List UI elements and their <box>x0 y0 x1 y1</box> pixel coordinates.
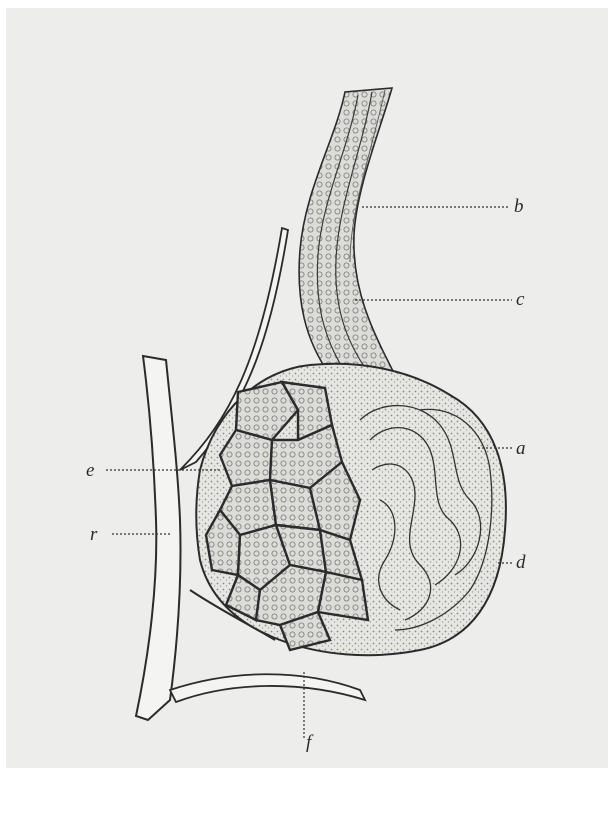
label-c: c <box>516 289 525 310</box>
label-e: e <box>86 460 94 481</box>
label-d: d <box>516 552 526 573</box>
label-a: a <box>516 438 526 459</box>
label-r: r <box>90 524 98 545</box>
label-b: b <box>514 196 524 217</box>
